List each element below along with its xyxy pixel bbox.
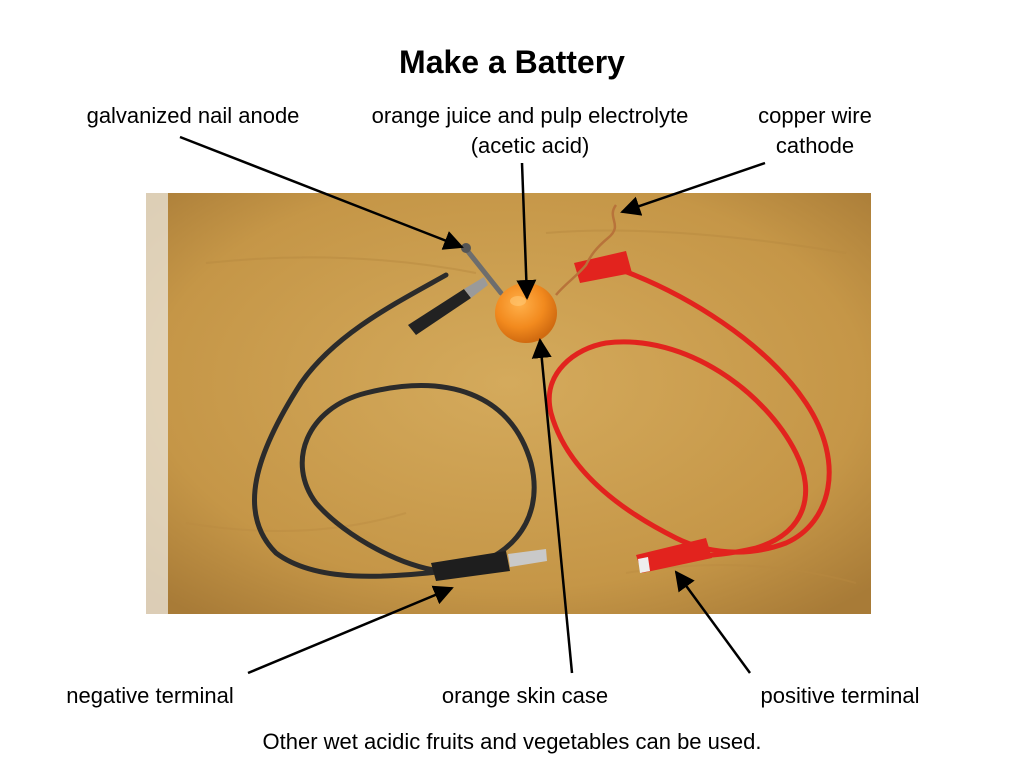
page-title: Make a Battery (399, 44, 625, 80)
label-cathode: copper wire cathode (735, 101, 895, 161)
red-clip-bottom (636, 538, 712, 573)
black-clip-bottom (431, 551, 510, 581)
wall-edge (146, 193, 168, 614)
label-positive-terminal: positive terminal (760, 683, 920, 708)
nail-head (461, 243, 471, 253)
label-negative-terminal: negative terminal (66, 683, 234, 708)
label-cathode-line1: copper wire (758, 103, 872, 128)
battery-photo (146, 193, 871, 614)
black-clip-jaw (464, 277, 488, 298)
label-skin-case: orange skin case (441, 683, 609, 708)
battery-photo-illustration (146, 193, 871, 614)
copper-wire (555, 204, 618, 296)
label-electrolyte-line2: (acetic acid) (470, 133, 590, 158)
black-clip-bottom-tip (508, 549, 547, 567)
galvanized-nail (463, 246, 504, 296)
label-anode: galvanized nail anode (86, 103, 300, 128)
label-electrolyte-line1: orange juice and pulp electrolyte (371, 103, 689, 128)
footnote: Other wet acidic fruits and vegetables c… (262, 729, 762, 754)
label-cathode-line2: cathode (775, 133, 855, 158)
label-electrolyte: orange juice and pulp electrolyte (aceti… (340, 101, 720, 161)
red-clip-bottom-tip (638, 557, 650, 573)
red-clip-top (574, 251, 632, 283)
black-wire (252, 272, 537, 579)
black-clip-top (408, 289, 471, 335)
orange-fruit (495, 283, 557, 343)
